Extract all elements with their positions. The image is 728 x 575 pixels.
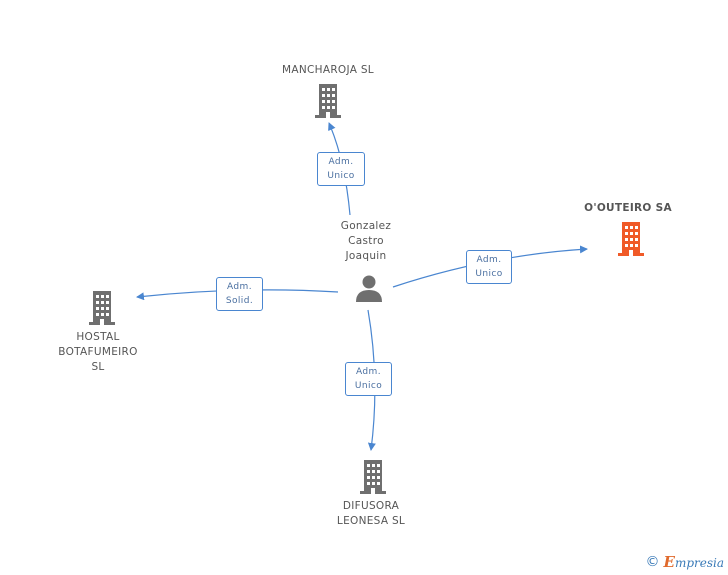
company-outeiro-name: O'OUTEIRO SA bbox=[584, 202, 672, 214]
company-mancharoja-label[interactable]: MANCHAROJA SL bbox=[258, 63, 398, 78]
brand-logo[interactable]: Empresia bbox=[664, 553, 725, 571]
person-icon[interactable] bbox=[354, 273, 384, 303]
edge-label-difusora: Adm. Unico bbox=[345, 362, 392, 396]
edge-label-role-type: Unico bbox=[354, 381, 383, 391]
edge-label-mancharoja: Adm. Unico bbox=[317, 152, 365, 186]
brand-initial: E bbox=[663, 553, 675, 571]
edge-label-outeiro: Adm. Unico bbox=[466, 250, 512, 284]
person-name-line-2: Castro bbox=[348, 235, 384, 247]
edge-label-role: Adm. bbox=[476, 255, 502, 265]
edge-label-role: Adm. bbox=[328, 157, 354, 167]
edge-label-role-type: Unico bbox=[327, 171, 355, 181]
edge-label-role-type: Solid. bbox=[225, 296, 254, 306]
person-name[interactable]: Gonzalez Castro Joaquin bbox=[326, 219, 406, 264]
company-outeiro-label[interactable]: O'OUTEIRO SA bbox=[568, 201, 688, 216]
company-hostal-name-line-3: SL bbox=[91, 361, 105, 373]
edge-label-role: Adm. bbox=[227, 282, 252, 292]
edge-label-hostal: Adm. Solid. bbox=[216, 277, 263, 311]
company-difusora-name-line-2: LEONESA SL bbox=[336, 515, 406, 527]
person-name-line-3: Joaquin bbox=[345, 250, 387, 262]
building-icon[interactable] bbox=[87, 291, 117, 325]
company-hostal-name-line-2: BOTAFUMEIRO bbox=[58, 346, 138, 358]
company-difusora-label[interactable]: DIFUSORA LEONESA SL bbox=[316, 499, 426, 529]
person-name-line-1: Gonzalez bbox=[340, 220, 392, 232]
company-difusora-name-line-1: DIFUSORA bbox=[342, 500, 400, 512]
brand-text: mpresia bbox=[674, 556, 724, 570]
company-mancharoja-name: MANCHAROJA SL bbox=[282, 64, 374, 76]
edge-label-role-type: Unico bbox=[475, 269, 503, 279]
building-icon[interactable] bbox=[358, 460, 388, 494]
company-hostal-name-line-1: HOSTAL bbox=[76, 331, 120, 343]
building-icon[interactable] bbox=[313, 84, 343, 118]
copyright-icon: © bbox=[645, 554, 660, 570]
building-icon[interactable] bbox=[615, 222, 647, 256]
edge-label-role: Adm. bbox=[356, 367, 381, 377]
company-hostal-label[interactable]: HOSTAL BOTAFUMEIRO SL bbox=[43, 330, 153, 375]
footer-brand[interactable]: © Empresia bbox=[646, 553, 725, 571]
